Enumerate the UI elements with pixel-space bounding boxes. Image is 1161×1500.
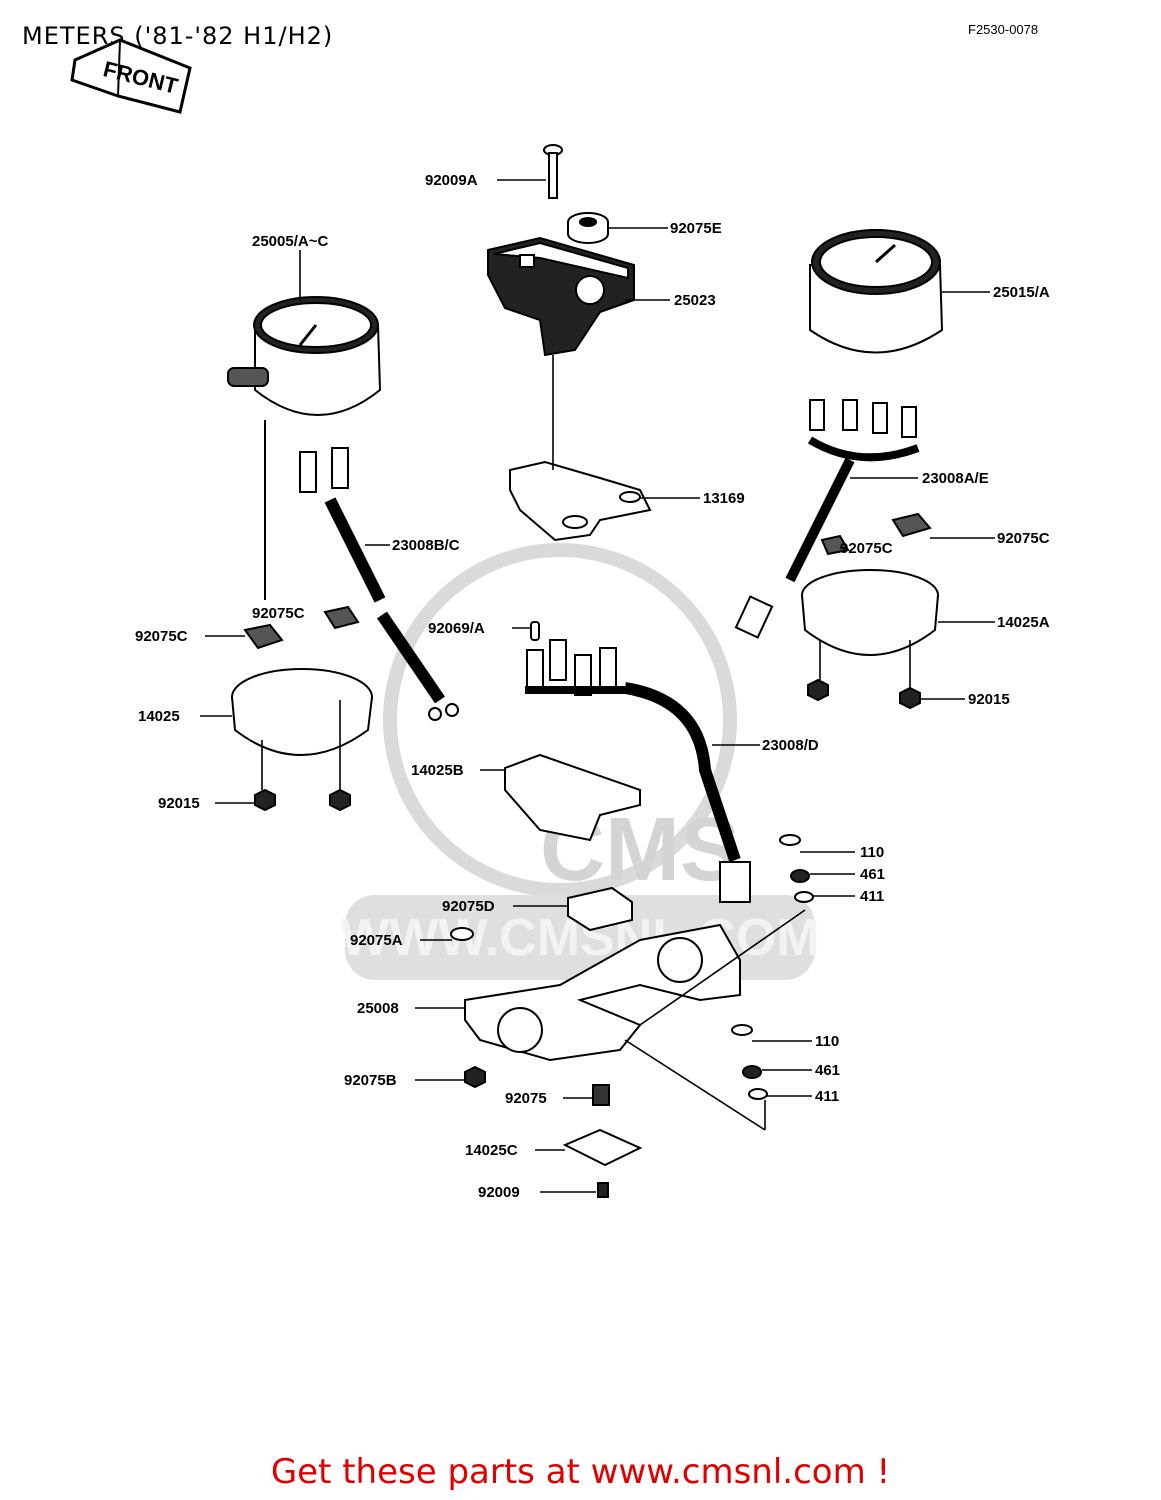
- label-nut-92075b: 92075B: [344, 1072, 397, 1089]
- label-damper-92075c-right-b: 92075C: [840, 540, 893, 557]
- label-bracket-25008: 25008: [357, 1000, 399, 1017]
- cover-14025a-icon: [801, 569, 939, 656]
- harness-23008d-icon: [525, 639, 751, 903]
- bracket-13169-icon: [509, 460, 652, 542]
- label-bracket-25023: 25023: [674, 292, 716, 309]
- cover-14025b-icon: [504, 753, 641, 842]
- label-nut-92015-left: 92015: [158, 795, 200, 812]
- leader-lines: [200, 179, 995, 1193]
- label-bracket-13169: 13169: [703, 490, 745, 507]
- label-cover-14025a: 14025A: [997, 614, 1050, 631]
- page-title: METERS ('81-'82 H1/H2): [22, 22, 334, 50]
- label-screw-92009: 92009: [478, 1184, 520, 1201]
- label-washer-411-upper: 411: [860, 888, 884, 905]
- label-harness-23008ae: 23008A/E: [922, 470, 989, 487]
- footer-parts-link[interactable]: Get these parts at www.cmsnl.com !: [270, 1452, 891, 1492]
- label-lockwasher-461-upper: 461: [860, 866, 885, 883]
- speedometer-icon: [227, 296, 382, 600]
- label-cover-14025: 14025: [138, 708, 180, 725]
- label-grommet-92075: 92075: [505, 1090, 547, 1107]
- label-grommet-92075e: 92075E: [670, 220, 722, 237]
- grommet-92075e-icon: [567, 212, 609, 244]
- label-speedometer: 25005/A~C: [252, 233, 328, 250]
- label-damper-92075c-right-a: 92075C: [997, 530, 1050, 547]
- label-damper-92075c-left-b: 92075C: [135, 628, 188, 645]
- label-washer-411-lower: 411: [815, 1088, 839, 1105]
- label-damper-92075c-left-a: 92075C: [252, 605, 305, 622]
- harness-23008ae-icon: [734, 399, 920, 639]
- bracket-25023-icon: [487, 236, 635, 357]
- callout-labels: 92009A 92075E 25023 25005/A~C 25015/A 13…: [135, 172, 1050, 1201]
- label-cover-14025b: 14025B: [411, 762, 464, 779]
- label-bolt-110-lower: 110: [815, 1033, 839, 1050]
- figure-code: F2530-0078: [968, 22, 1039, 37]
- cover-14025-icon: [231, 668, 373, 756]
- pad-92075d-icon: [567, 886, 633, 932]
- front-arrow-icon: FRONT: [70, 38, 192, 114]
- label-bulb-92069a: 92069/A: [428, 620, 485, 637]
- bracket-25008-icon: [464, 923, 741, 1062]
- tachometer-icon: [809, 229, 944, 354]
- watermark: CMS WWW.CMSNL.COM: [340, 543, 820, 980]
- fastener-icons: [243, 512, 932, 1198]
- screw-92009a-icon: [543, 144, 563, 199]
- label-pad-92075d: 92075D: [442, 898, 495, 915]
- label-lockwasher-461-lower: 461: [815, 1062, 840, 1079]
- label-nut-92015-right: 92015: [968, 691, 1010, 708]
- label-cover-14025c: 14025C: [465, 1142, 518, 1159]
- cover-14025c-icon: [562, 1128, 643, 1167]
- label-harness-23008d: 23008/D: [762, 737, 819, 754]
- label-screw-92009a: 92009A: [425, 172, 478, 189]
- label-harness-23008bc: 23008B/C: [392, 537, 460, 554]
- label-tachometer: 25015/A: [993, 284, 1050, 301]
- harness-23008bc-icon: [299, 447, 459, 721]
- label-grommet-92075a: 92075A: [350, 932, 403, 949]
- label-bolt-110-upper: 110: [860, 844, 884, 861]
